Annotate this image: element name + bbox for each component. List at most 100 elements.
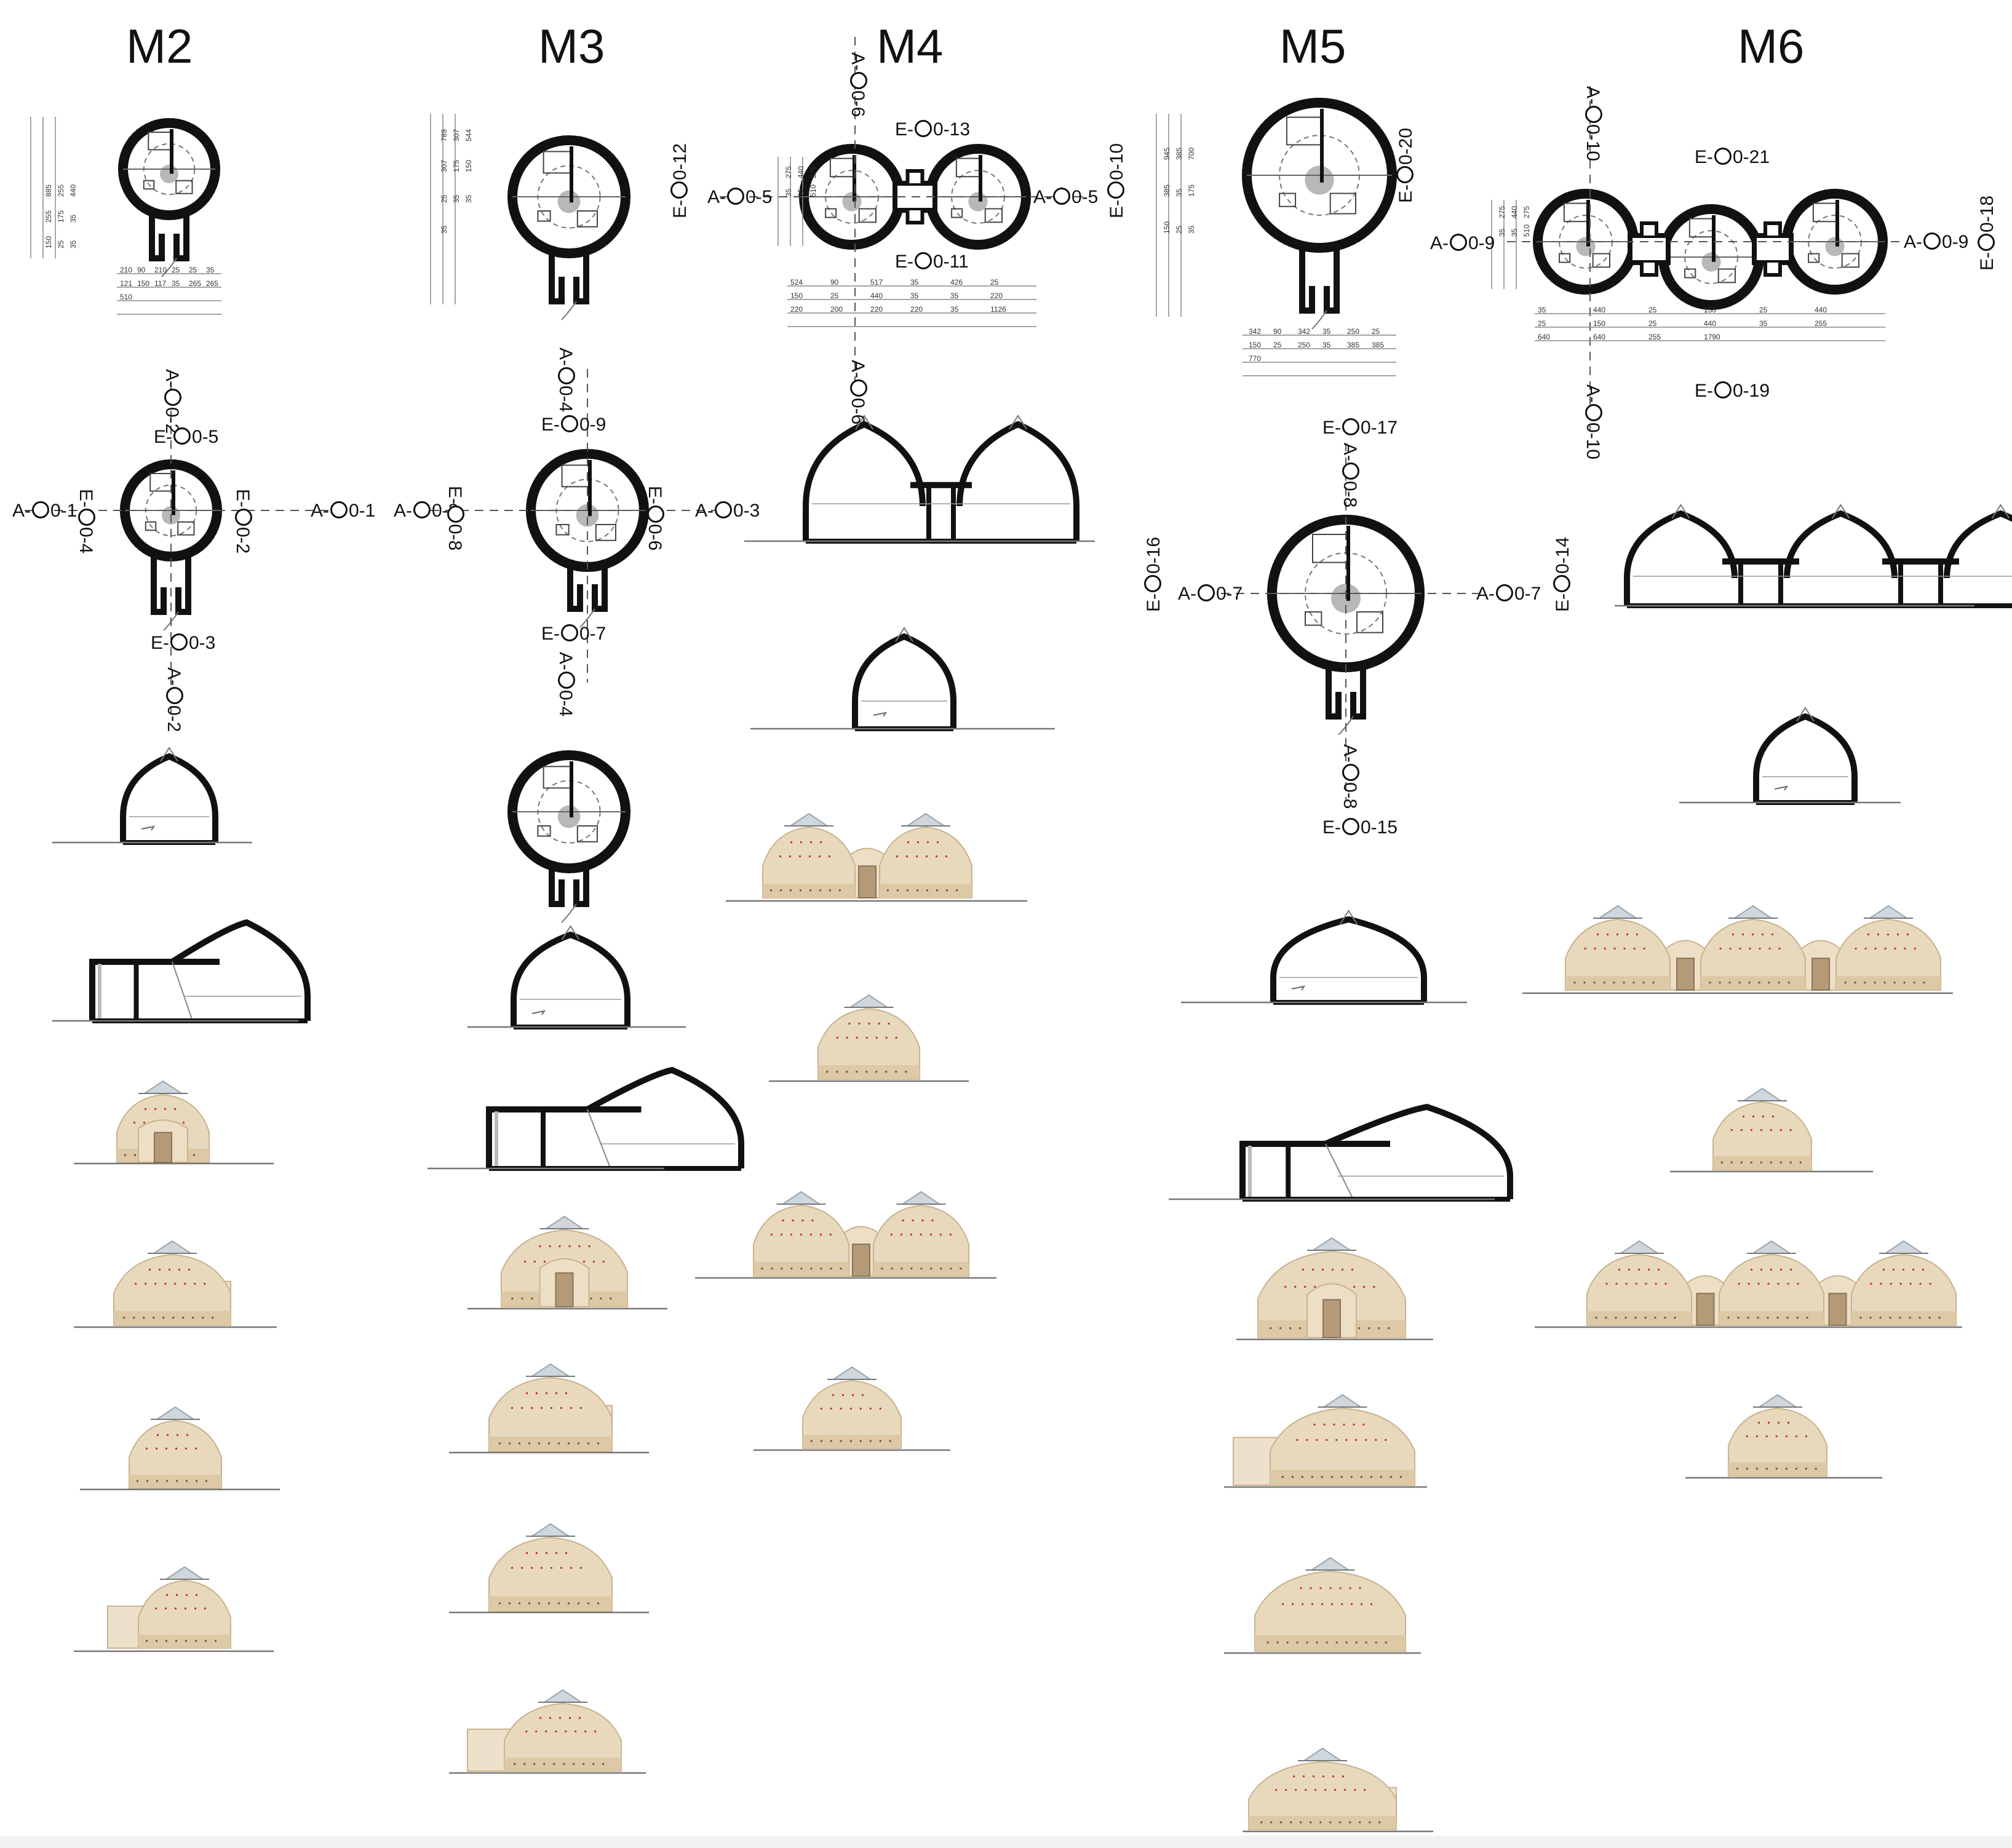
m4-horizontal-dimensions: [787, 285, 1036, 327]
elevation-dot: [146, 1448, 148, 1449]
m4-elevation-short: [817, 994, 920, 1080]
marker-e03: E-0-3: [151, 633, 216, 653]
elevation-dot: [185, 1448, 187, 1449]
elevation-dome: [762, 826, 856, 898]
elevation-dot: [164, 1108, 166, 1110]
marker-circle-icon: [915, 120, 932, 137]
elevation-dot: [1364, 1789, 1366, 1791]
marker-a07-left: A-0-7: [1178, 584, 1243, 604]
elevation-dot: [1767, 1283, 1770, 1285]
elevation-dot: [186, 1594, 188, 1596]
elevation-dot: [185, 1608, 186, 1609]
marker-label: 0-18: [1977, 195, 1997, 232]
elevation-dot: [1353, 1424, 1355, 1426]
elevation-skylight: [1311, 1237, 1353, 1251]
elevation-dot: [1854, 982, 1856, 984]
elevation-dot: [1758, 1422, 1760, 1424]
elevation-dot: [570, 1407, 572, 1409]
elevation-dot: [1874, 948, 1877, 950]
marker-label: 0-11: [933, 252, 969, 272]
elevation-dot: [1595, 1317, 1597, 1319]
marker-label: 0-9: [1942, 232, 1969, 252]
elevation-dot: [1805, 1467, 1807, 1470]
elevation-dot: [789, 855, 791, 857]
elevation-dome: [138, 1579, 231, 1649]
elevation-dot: [1329, 1587, 1332, 1589]
elevation-dot: [1353, 1286, 1356, 1288]
elevation-dot: [1299, 1327, 1302, 1330]
elevation-dot: [548, 1442, 550, 1445]
elevation-dot: [580, 1407, 582, 1409]
elevation-dot: [1306, 1439, 1308, 1441]
elevation-dot: [1626, 934, 1628, 935]
m6-plan-connector-1: [1628, 221, 1671, 277]
entrance-wall-left: [151, 550, 167, 615]
elevation-dot: [538, 1602, 540, 1604]
elevation-dot: [1929, 1283, 1931, 1285]
m2-elevation-front: [116, 1080, 210, 1163]
dimension-value: 35: [950, 291, 959, 300]
elevation-dot: [1775, 1435, 1778, 1437]
marker-a06-bottom: A-0-6: [848, 360, 868, 425]
elevation-dot: [906, 855, 908, 857]
elevation-dot: [1349, 1587, 1351, 1589]
plan-table: [177, 521, 195, 536]
elevation-dot: [592, 1763, 595, 1765]
m4-plan-left: [799, 144, 905, 250]
m2-vertical-dimensions: [30, 117, 56, 258]
marker-e05: E-0-5: [154, 427, 219, 447]
elevation-dot: [1730, 1161, 1733, 1164]
elevation-dot: [1335, 1641, 1338, 1644]
elevation-dot: [521, 1567, 523, 1569]
elevation-dot: [1760, 1129, 1762, 1131]
elevation-dome: [1248, 1761, 1397, 1830]
dimension-value: 440: [1593, 306, 1606, 314]
elevation-dot: [1787, 982, 1790, 984]
elevation-dot: [1785, 1435, 1787, 1437]
elevation-dot: [830, 1267, 832, 1270]
elevation-dot: [174, 1108, 176, 1110]
elevation-dot: [1322, 1269, 1324, 1271]
m4-elevation-long-unit: [879, 812, 972, 898]
elevation-dot: [531, 1407, 533, 1409]
elevation-dot: [1329, 1821, 1332, 1823]
dimension-value: 90: [830, 278, 839, 287]
elevation-base-band: [129, 1475, 221, 1488]
elevation-dot: [1844, 982, 1847, 984]
elevation-dot: [1314, 1789, 1317, 1791]
marker-circle-icon: [1342, 418, 1359, 435]
section-dome-shell: [956, 421, 1080, 507]
elevation-dot: [849, 1440, 852, 1442]
elevation-dot: [1326, 1439, 1328, 1441]
dimension-value: 175: [452, 159, 461, 172]
elevation-dot: [1349, 1821, 1351, 1823]
elevation-dot: [570, 1567, 572, 1569]
marker-a02-bottom: A-0-2: [164, 667, 184, 732]
marker-a01-right: A-0-1: [311, 501, 376, 521]
elevation-dot: [1762, 934, 1763, 935]
marker-circle-icon: [715, 501, 732, 518]
elevation-dot: [1303, 1775, 1305, 1777]
elevation-dot: [1342, 1269, 1343, 1271]
elevation-dot: [1302, 1269, 1304, 1271]
m5-elevation-back: [1254, 1557, 1406, 1652]
elevation-dot: [1789, 1161, 1792, 1164]
elevation-dot: [1737, 1317, 1740, 1319]
m3-section-annex: [486, 1066, 744, 1171]
elevation-dot: [546, 1392, 547, 1394]
elevation-dot: [164, 1283, 167, 1285]
elevation-dot: [809, 889, 811, 892]
dimension-value: 250: [1298, 341, 1311, 349]
elevation-dot: [839, 889, 841, 892]
elevation-dot: [869, 1440, 872, 1442]
dimension-value: 35: [1322, 327, 1331, 336]
m6-elevation-long-unit: [1700, 905, 1806, 991]
plan-hearth: [557, 805, 581, 828]
elevation-skylight: [848, 994, 889, 1008]
dimension-value: 200: [830, 305, 843, 314]
elevation-dot: [1779, 1161, 1782, 1164]
marker-label: 0-10: [1583, 124, 1603, 162]
m6-plan-connector-2: [1752, 221, 1794, 277]
dimension-value: 945: [1163, 147, 1171, 160]
elevation-dot: [1887, 934, 1889, 935]
